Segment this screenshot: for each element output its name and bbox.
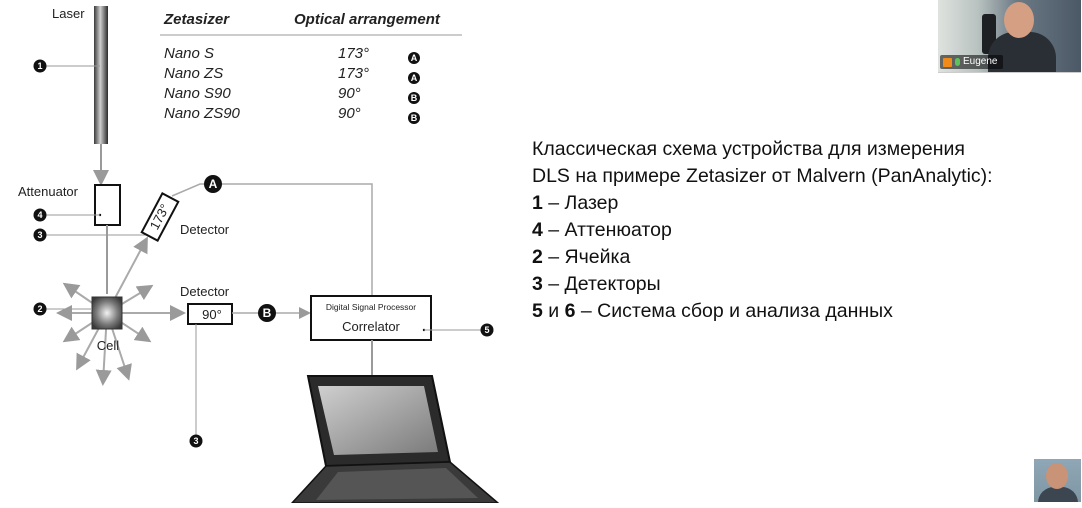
detector-173: 173°: [140, 191, 180, 243]
mode-badge: [408, 72, 420, 84]
table-cell-angle: 90°: [338, 85, 361, 102]
svg-text:B: B: [411, 93, 418, 103]
signal-path-a: [171, 183, 373, 310]
svg-text:4: 4: [37, 210, 42, 220]
mode-badge: [408, 52, 420, 64]
svg-text:3: 3: [37, 230, 42, 240]
svg-text:90°: 90°: [202, 307, 222, 322]
explanation-text: Классическая схема устройства для измере…: [532, 136, 1072, 325]
dsp-label: Digital Signal Processor: [326, 302, 416, 312]
correlator-box: [310, 295, 432, 341]
svg-text:A: A: [411, 53, 418, 63]
mic-active-icon: [955, 58, 960, 66]
badge-output: 5: [480, 323, 494, 337]
participant-name: Eugene: [963, 56, 998, 67]
badge-cell: 2: [33, 302, 47, 316]
legend-item: 2 – Ячейка: [532, 246, 631, 268]
laptop-illustration: [290, 375, 501, 504]
table-row: Nano ZS90 90° B: [164, 105, 420, 124]
detector-90: [187, 303, 233, 325]
svg-text:A: A: [411, 73, 418, 83]
svg-text:B: B: [263, 306, 272, 320]
table-cell-angle: 173°: [338, 45, 369, 62]
badge-detector-bottom: 3: [189, 434, 203, 448]
svg-text:A: A: [209, 177, 218, 191]
table-header-zetasizer: Zetasizer: [163, 11, 230, 28]
explanation-line-1: Классическая схема устройства для измере…: [532, 138, 965, 160]
svg-text:3: 3: [193, 436, 198, 446]
table-header-optical-arrangement: Optical arrangement: [294, 11, 441, 28]
mode-badge: [408, 92, 420, 104]
table-cell-angle: 90°: [338, 105, 361, 122]
host-icon: [943, 57, 952, 67]
svg-text:1: 1: [37, 61, 42, 71]
correlator-label: Correlator: [342, 319, 400, 334]
detector-label: Detector: [180, 222, 230, 237]
legend-item: 3 – Детекторы: [532, 273, 661, 295]
table-cell-angle: 173°: [338, 65, 369, 82]
badge-laser: 1: [33, 59, 47, 73]
laser-label: Laser: [52, 6, 85, 21]
participant-name-tag: Eugene: [940, 55, 1004, 69]
attenuator-box: [94, 184, 121, 226]
sample-cell: [91, 296, 123, 330]
svg-text:B: B: [411, 113, 418, 123]
avatar: [1004, 2, 1034, 38]
badge-path-a: A: [204, 175, 222, 193]
legend-item: 5 и 6 – Система сбор и анализа данных: [532, 300, 893, 322]
participant-video-tile[interactable]: Eugene: [938, 0, 1081, 73]
table-cell-model: Nano ZS: [164, 65, 223, 82]
table-row: Nano S 173° A: [164, 45, 420, 64]
badge-attenuator: 4: [33, 208, 47, 222]
explanation-line-2: DLS на примере Zetasizer от Malvern (Pan…: [532, 165, 993, 187]
legend-item: 4 – Аттенюатор: [532, 219, 672, 241]
table-row: Nano S90 90° B: [164, 85, 420, 104]
detector-90-label: Detector: [180, 284, 230, 299]
cell-label: Cell: [97, 338, 120, 353]
table-cell-model: Nano S90: [164, 85, 231, 102]
laser-tube: [94, 6, 108, 144]
legend-item: 1 – Лазер: [532, 192, 619, 214]
table-row: Nano ZS 173° A: [164, 65, 420, 84]
table-cell-model: Nano ZS90: [164, 105, 241, 122]
table-cell-model: Nano S: [164, 45, 214, 62]
self-avatar: [1046, 463, 1068, 489]
badge-detector-back: 3: [33, 228, 47, 242]
svg-text:2: 2: [37, 304, 42, 314]
self-view-video-tile[interactable]: [1034, 459, 1081, 502]
mode-badge: [408, 112, 420, 124]
svg-text:5: 5: [484, 325, 489, 335]
badge-path-b: B: [258, 304, 276, 322]
attenuator-label: Attenuator: [18, 184, 79, 199]
